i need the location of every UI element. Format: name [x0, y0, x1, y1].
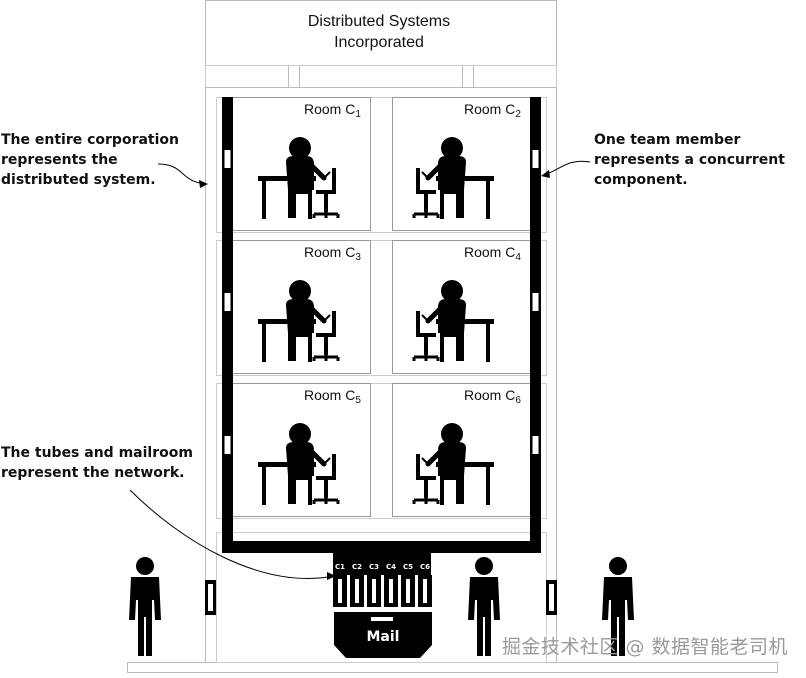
- sign-base: [205, 65, 557, 88]
- room-c3: Room C3: [232, 240, 371, 374]
- tube-label-c2: C2: [352, 563, 362, 571]
- arrow-network: [129, 489, 335, 579]
- mailroom-label: Mail: [367, 629, 400, 645]
- tube-network: [222, 97, 541, 553]
- company-sign-line1: Distributed Systems: [308, 13, 450, 30]
- room-c1-label: Room C1: [304, 101, 361, 120]
- watermark: 掘金技术社区 @ 数据智能老司机: [501, 636, 788, 658]
- callout-corporation: The entire corporation represents the di…: [1, 132, 184, 188]
- tube-label-c4: C4: [386, 563, 396, 571]
- person-icon-right: [602, 557, 634, 656]
- room-c5-label: Room C5: [304, 387, 361, 406]
- room-c1: Room C1: [232, 97, 371, 231]
- sign-post-right: [462, 65, 474, 88]
- arrow-corporation: [157, 163, 207, 185]
- tube-label-c6: C6: [420, 563, 430, 571]
- room-c3-label: Room C3: [304, 244, 361, 263]
- company-sign: [205, 0, 557, 66]
- tube-label-c3: C3: [369, 563, 379, 571]
- room-c2-label: Room C2: [464, 101, 521, 120]
- person-icon-left: [129, 557, 161, 656]
- mailroom: Mail: [334, 612, 432, 658]
- room-c6-label: Room C6: [464, 387, 521, 406]
- room-c6: Room C6: [392, 383, 531, 517]
- room-c4-label: Room C4: [464, 244, 521, 263]
- person-icon-center: [468, 557, 500, 656]
- tube-label-c5: C5: [403, 563, 413, 571]
- sign-post-left: [288, 65, 300, 88]
- mail-tubes: C1 C2 C3 C4 C5 C6: [333, 553, 432, 607]
- room-c5: Room C5: [232, 383, 371, 517]
- room-c4: Room C4: [392, 240, 531, 374]
- room-c2: Room C2: [392, 97, 531, 231]
- tube-label-c1: C1: [335, 563, 345, 571]
- callout-team-member: One team member represents a concurrent …: [594, 132, 790, 188]
- callout-network: The tubes and mailroom represent the net…: [1, 445, 198, 481]
- company-sign-line2: Incorporated: [334, 34, 424, 51]
- ground: [127, 662, 778, 673]
